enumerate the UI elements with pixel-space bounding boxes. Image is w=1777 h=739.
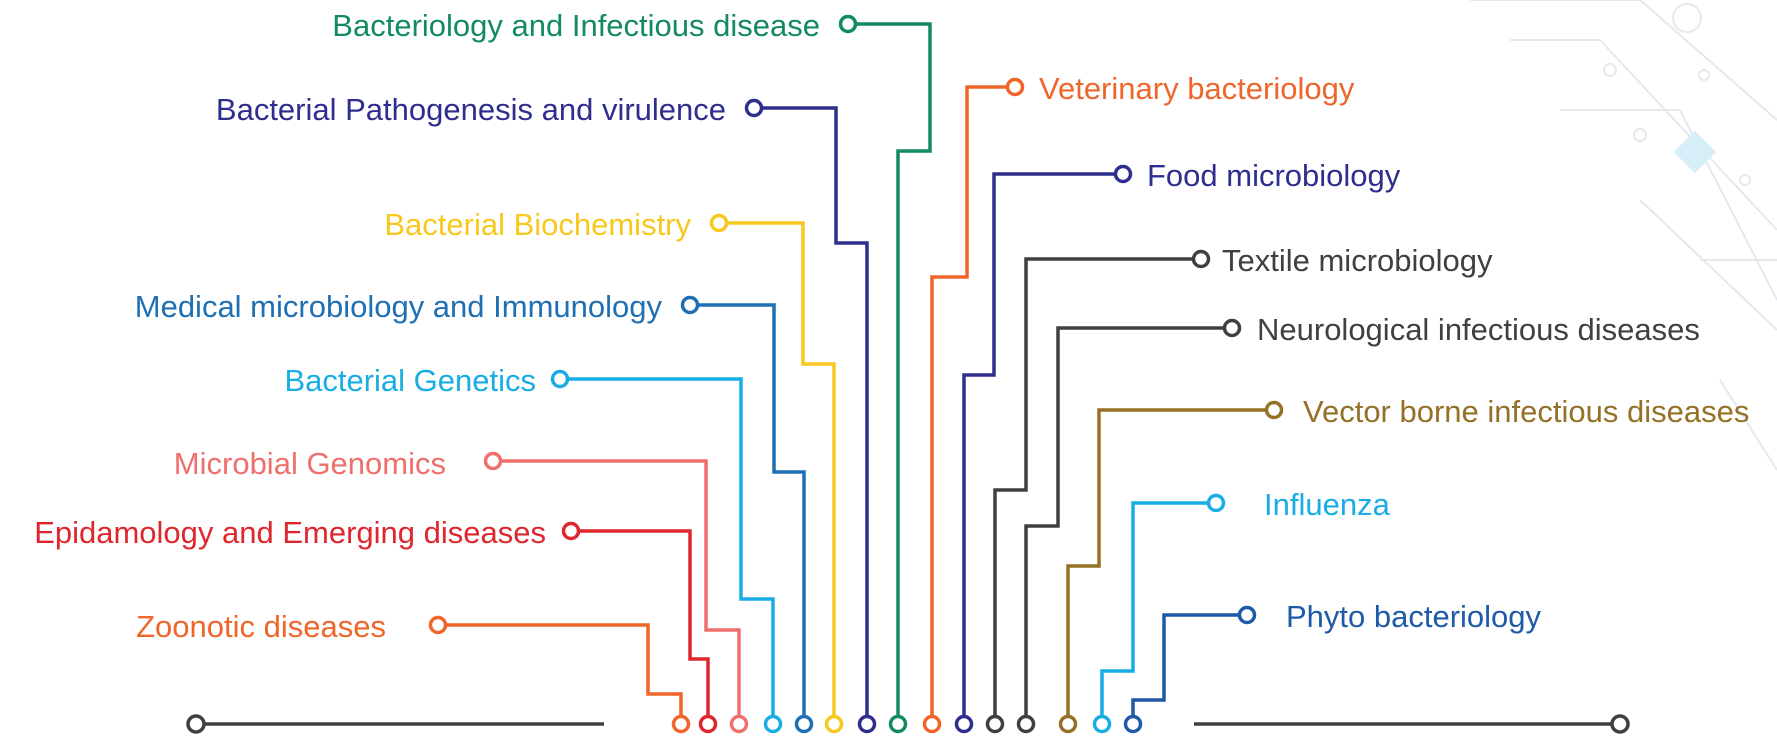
connector-line-right-1 (932, 87, 1015, 724)
label-node-left-3 (712, 216, 727, 231)
label-node-left-4 (683, 298, 698, 313)
baseline-node-right-5 (1061, 717, 1076, 732)
connector-line-right-4 (1026, 328, 1232, 724)
topic-label-left-4: Medical microbiology and Immunology (135, 289, 663, 324)
baseline-node-left-5 (766, 717, 781, 732)
baseline-node-right-2 (957, 717, 972, 732)
baseline-node-left-1 (891, 717, 906, 732)
label-node-right-2 (1116, 167, 1131, 182)
baseline-node-left-2 (860, 717, 875, 732)
baseline-node-right-3 (988, 717, 1003, 732)
label-node-right-4 (1225, 321, 1240, 336)
baseline-node-left-3 (827, 717, 842, 732)
topic-label-left-7: Epidamology and Emerging diseases (34, 515, 546, 550)
label-node-left-5 (553, 372, 568, 387)
label-node-left-8 (431, 618, 446, 633)
connector-line-right-7 (1133, 615, 1247, 724)
label-node-left-6 (486, 454, 501, 469)
label-node-right-6 (1209, 496, 1224, 511)
topic-label-left-5: Bacterial Genetics (284, 363, 536, 398)
topic-labels: Bacteriology and Infectious diseaseBacte… (34, 8, 1749, 644)
topic-label-left-6: Microbial Genomics (174, 446, 446, 481)
label-node-right-3 (1194, 252, 1209, 267)
connector-line-left-8 (438, 625, 681, 724)
label-node-left-1 (841, 17, 856, 32)
baseline-node-left-4 (797, 717, 812, 732)
baseline-end-node-right (1612, 716, 1628, 732)
label-node-left-2 (747, 101, 762, 116)
topic-label-right-7: Phyto bacteriology (1286, 599, 1542, 634)
label-node-right-1 (1008, 80, 1023, 95)
topic-label-left-8: Zoonotic diseases (136, 609, 386, 644)
topic-label-right-1: Veterinary bacteriology (1039, 71, 1355, 106)
topic-label-left-3: Bacterial Biochemistry (384, 207, 691, 242)
topic-label-right-4: Neurological infectious diseases (1257, 312, 1700, 347)
connector-line-left-1 (848, 24, 930, 724)
topic-label-right-6: Influenza (1264, 487, 1391, 522)
baseline-node-left-6 (732, 717, 747, 732)
baseline-node-right-7 (1126, 717, 1141, 732)
connector-line-left-6 (493, 461, 739, 724)
baseline-node-left-8 (674, 717, 689, 732)
topic-label-right-2: Food microbiology (1147, 158, 1401, 193)
label-node-right-7 (1240, 608, 1255, 623)
topic-label-right-5: Vector borne infectious diseases (1303, 394, 1749, 429)
baseline-end-node-left (188, 716, 204, 732)
topic-label-left-2: Bacterial Pathogenesis and virulence (216, 92, 726, 127)
baseline-node-right-6 (1095, 717, 1110, 732)
baseline-node-right-4 (1019, 717, 1034, 732)
topic-label-left-1: Bacteriology and Infectious disease (332, 8, 820, 43)
connector-line-right-5 (1068, 410, 1274, 724)
baseline-node-left-7 (701, 717, 716, 732)
connector-line-left-5 (560, 379, 773, 724)
connector-line-left-7 (571, 531, 708, 724)
topic-label-right-3: Textile microbiology (1222, 243, 1493, 278)
label-node-left-7 (564, 524, 579, 539)
label-node-right-5 (1267, 403, 1282, 418)
baseline-node-right-1 (925, 717, 940, 732)
connector-line-left-2 (754, 108, 867, 724)
